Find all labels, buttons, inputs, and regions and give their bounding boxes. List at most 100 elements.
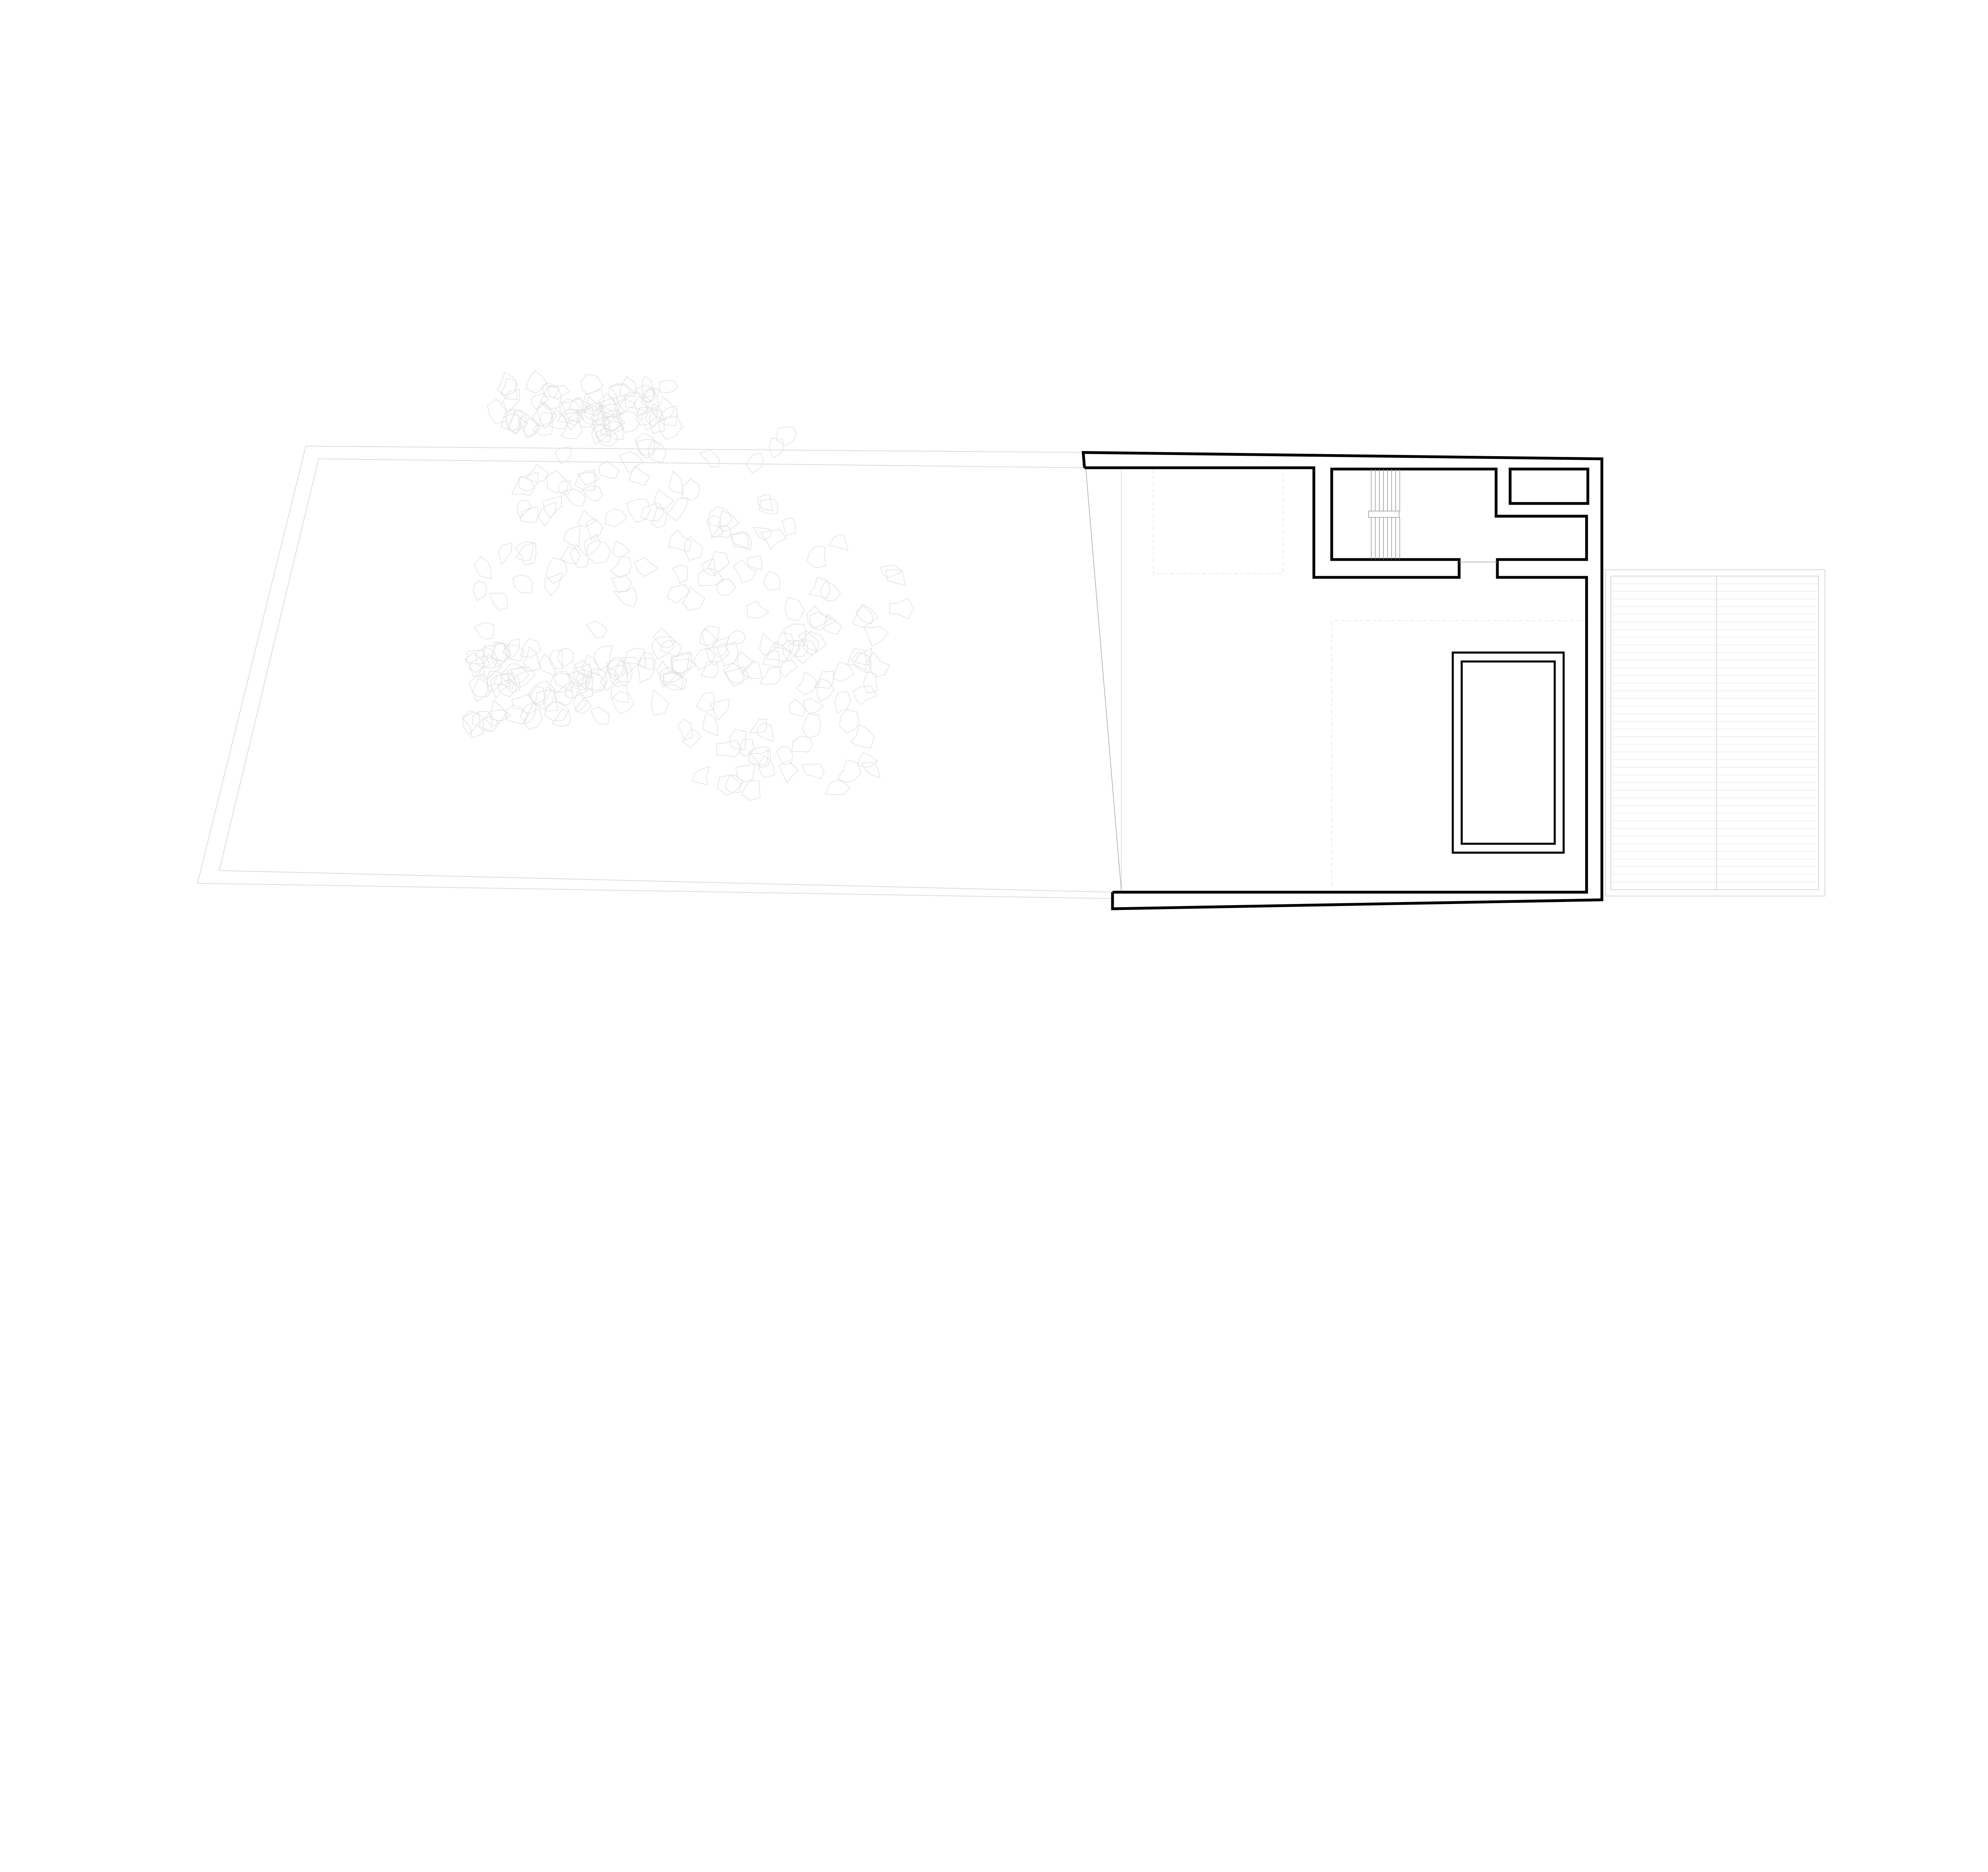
tree-leaf-mark bbox=[557, 409, 580, 426]
tree-leaf-mark bbox=[526, 370, 547, 394]
tree-leaf-mark bbox=[465, 649, 484, 665]
tree-leaf-mark bbox=[737, 651, 755, 673]
tree-leaf-mark bbox=[538, 502, 557, 527]
tree-leaf-mark bbox=[696, 692, 714, 712]
tree-leaf-mark bbox=[781, 518, 796, 536]
tree-leaf-mark bbox=[532, 412, 554, 436]
tree-leaf-mark bbox=[741, 780, 761, 801]
tree-leaf-mark bbox=[564, 682, 588, 699]
tree-leaf-mark bbox=[746, 555, 762, 570]
tree-leaf-mark bbox=[531, 393, 549, 410]
tree-leaf-mark bbox=[801, 764, 825, 780]
tree-leaf-mark bbox=[641, 375, 655, 399]
tree-leaf-mark bbox=[600, 415, 625, 437]
tree-leaf-mark bbox=[551, 708, 572, 727]
tree-leaf-mark bbox=[569, 544, 590, 568]
tree-leaf-mark bbox=[879, 564, 903, 579]
tree-leaf-mark bbox=[760, 529, 787, 550]
tree-leaf-mark bbox=[863, 626, 889, 646]
tree-leaf-mark bbox=[506, 409, 527, 435]
tree-leaf-mark bbox=[802, 631, 827, 656]
tree-leaf-mark bbox=[557, 648, 574, 668]
tree-leaf-mark bbox=[746, 453, 764, 474]
tree-leaf-mark bbox=[746, 601, 769, 619]
tree-leaf-mark bbox=[847, 648, 867, 671]
tree-leaf-mark bbox=[505, 671, 520, 693]
tree-leaf-mark bbox=[791, 735, 813, 752]
tree-leaf-mark bbox=[637, 658, 655, 683]
tree-leaf-mark bbox=[566, 669, 585, 686]
tree-leaf-mark bbox=[612, 540, 631, 558]
tree-leaf-mark bbox=[803, 698, 824, 714]
tree-leaf-mark bbox=[625, 648, 646, 668]
tree-leaf-mark bbox=[701, 625, 720, 651]
tree-leaf-mark bbox=[605, 421, 624, 440]
tree-leaf-mark bbox=[718, 510, 740, 532]
tree-leaf-mark bbox=[716, 641, 739, 667]
tree-leaf-mark bbox=[724, 667, 750, 684]
tree-leaf-mark bbox=[851, 651, 873, 673]
tree-leaf-mark bbox=[594, 645, 613, 671]
tree-leaf-mark bbox=[468, 655, 491, 673]
tree-leaf-mark bbox=[635, 433, 660, 456]
tree-leaf-mark bbox=[523, 646, 541, 672]
tree-leaf-mark bbox=[619, 451, 643, 474]
tree-leaf-mark bbox=[491, 710, 511, 721]
tree-leaf-mark bbox=[619, 376, 637, 397]
tree-leaf-mark bbox=[656, 661, 677, 688]
tree-leaf-mark bbox=[629, 465, 650, 486]
tree-leaf-mark bbox=[798, 630, 819, 652]
tree-leaf-mark bbox=[808, 577, 831, 599]
tree-leaf-mark bbox=[652, 396, 675, 421]
tree-leaf-mark bbox=[753, 527, 772, 540]
tree-leaf-mark bbox=[542, 495, 562, 519]
tree-leaf-mark bbox=[667, 584, 690, 604]
tree-leaf-mark bbox=[769, 437, 784, 458]
tree-leaf-mark bbox=[705, 643, 730, 666]
tree-leaf-mark bbox=[611, 681, 629, 703]
tree-leaf-mark bbox=[583, 389, 605, 412]
tree-leaf-mark bbox=[851, 724, 875, 748]
tree-leaf-mark bbox=[517, 413, 539, 437]
tree-leaf-mark bbox=[585, 518, 604, 540]
tree-leaf-mark bbox=[608, 657, 625, 676]
tree-leaf-mark bbox=[697, 568, 724, 586]
tree-leaf-mark bbox=[825, 780, 851, 795]
tree-leaf-mark bbox=[776, 426, 797, 447]
tree-leaf-mark bbox=[634, 557, 659, 577]
tree-leaf-mark bbox=[520, 703, 537, 724]
tree-leaf-mark bbox=[659, 379, 678, 393]
tree-leaf-mark bbox=[526, 464, 549, 483]
tree-leaf-mark bbox=[759, 632, 780, 656]
tree-leaf-mark bbox=[583, 396, 604, 416]
tree-leaf-mark bbox=[539, 653, 556, 676]
tree-leaf-mark bbox=[668, 470, 684, 494]
terrace-deck bbox=[1605, 569, 1825, 896]
tree-leaf-mark bbox=[489, 674, 511, 699]
tree-leaf-mark bbox=[473, 580, 487, 601]
tree-leaf-mark bbox=[465, 652, 485, 677]
tree-leaf-mark bbox=[616, 411, 641, 433]
tree-leaf-mark bbox=[592, 415, 610, 439]
inner-wall bbox=[1084, 466, 1588, 894]
tree-leaf-mark bbox=[828, 535, 849, 551]
tree-leaf-mark bbox=[560, 420, 583, 439]
tree-leaf-mark bbox=[784, 597, 805, 621]
tree-leaf-mark bbox=[757, 722, 774, 742]
tree-leaf-mark bbox=[834, 691, 852, 713]
tree-leaf-mark bbox=[702, 558, 716, 577]
tree-leaf-mark bbox=[857, 752, 878, 768]
tree-leaf-mark bbox=[504, 644, 525, 662]
tree-leaf-mark bbox=[497, 678, 518, 697]
tree-leaf-mark bbox=[603, 415, 626, 432]
tree-leaf-mark bbox=[606, 659, 628, 680]
tree-leaf-mark bbox=[852, 603, 878, 628]
tree-leaf-mark bbox=[779, 760, 800, 784]
tree-leaf-mark bbox=[709, 698, 730, 721]
tree-leaf-mark bbox=[640, 502, 665, 521]
tree-leaf-mark bbox=[614, 660, 633, 682]
tree-leaf-mark bbox=[729, 729, 747, 751]
tree-leaf-mark bbox=[658, 405, 678, 426]
tree-leaf-mark bbox=[837, 759, 861, 783]
tree-leaf-mark bbox=[523, 708, 543, 730]
